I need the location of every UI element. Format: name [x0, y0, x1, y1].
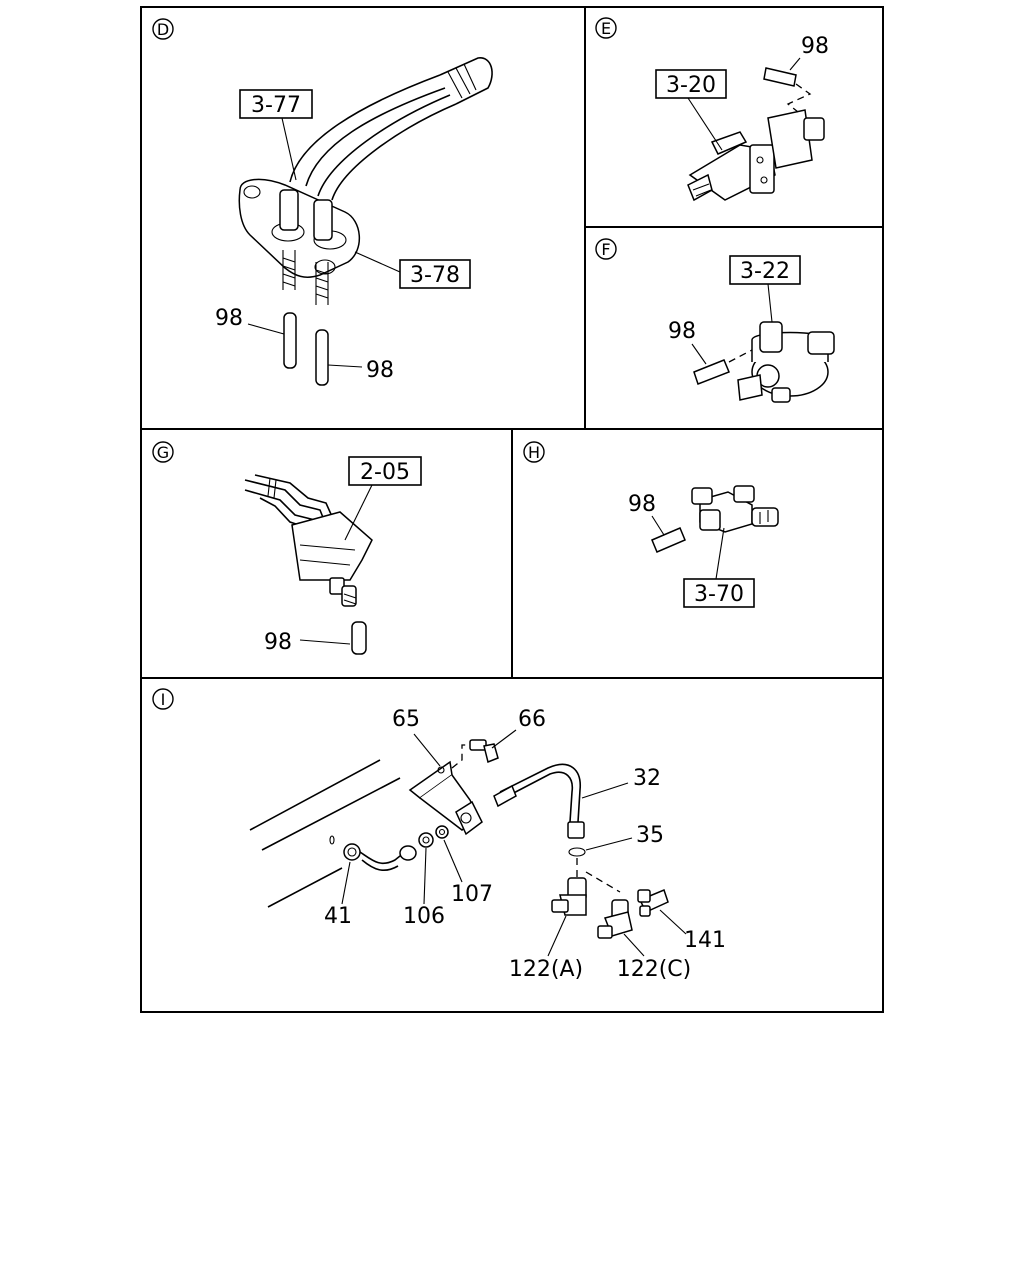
- label-107: 107: [443, 839, 493, 907]
- svg-text:3-77: 3-77: [251, 93, 301, 118]
- svg-text:98: 98: [628, 492, 656, 517]
- label-41: 41: [324, 861, 352, 929]
- hose-fittings-drawing: [279, 189, 333, 305]
- panel-d: D: [152, 18, 493, 386]
- panel-grid: [140, 6, 884, 1013]
- svg-text:D: D: [157, 20, 169, 39]
- pipe-41-drawing: [343, 825, 449, 872]
- svg-text:106: 106: [403, 904, 445, 929]
- tee-fitting-drawing: [691, 485, 779, 533]
- svg-text:3-22: 3-22: [740, 259, 790, 284]
- label-122c: 122(C): [617, 933, 692, 982]
- hose-pieces-drawing: [283, 312, 329, 386]
- svg-text:G: G: [157, 443, 169, 462]
- tee-122c-drawing: [597, 899, 633, 939]
- svg-text:98: 98: [668, 319, 696, 344]
- label-122a: 122(A): [509, 915, 583, 982]
- fitting-141-drawing: [637, 888, 669, 917]
- label-32: 32: [581, 766, 661, 799]
- label-106: 106: [403, 847, 445, 929]
- svg-text:122(A): 122(A): [509, 957, 583, 982]
- hose-piece-98-drawing: [651, 527, 686, 553]
- oring-35-drawing: [568, 847, 586, 857]
- hose-piece-98-drawing: [763, 67, 812, 113]
- svg-text:65: 65: [392, 707, 420, 732]
- label-98: 98: [628, 492, 665, 536]
- svg-text:66: 66: [518, 707, 546, 732]
- panel-f-marker: F: [595, 238, 617, 260]
- svg-text:H: H: [528, 443, 540, 462]
- svg-text:3-70: 3-70: [694, 582, 744, 607]
- label-98-right: 98: [327, 358, 394, 383]
- svg-text:141: 141: [684, 928, 726, 953]
- svg-text:41: 41: [324, 904, 352, 929]
- valve-assembly-drawing: [687, 109, 825, 202]
- label-98: 98: [264, 630, 351, 655]
- svg-text:F: F: [601, 240, 610, 259]
- bracket-65-drawing: [408, 744, 483, 836]
- elbow-122a-drawing: [551, 858, 621, 916]
- label-65: 65: [392, 707, 441, 767]
- callout-3-22: 3-22: [729, 255, 801, 323]
- frame-rail-drawing: [249, 759, 401, 908]
- label-35: 35: [585, 823, 664, 851]
- svg-text:98: 98: [215, 306, 243, 331]
- svg-text:I: I: [161, 690, 166, 709]
- svg-text:E: E: [601, 19, 611, 38]
- svg-text:107: 107: [451, 882, 493, 907]
- hose-piece-98-drawing: [693, 349, 753, 385]
- svg-text:2-05: 2-05: [360, 460, 410, 485]
- svg-text:32: 32: [633, 766, 661, 791]
- svg-text:122(C): 122(C): [617, 957, 692, 982]
- fuel-hose-drawing: [289, 57, 493, 201]
- hose-piece-98-drawing: [351, 621, 367, 655]
- callout-3-77: 3-77: [239, 89, 313, 181]
- panel-i: I: [152, 688, 726, 982]
- label-141: 141: [659, 909, 726, 953]
- label-98: 98: [668, 319, 707, 365]
- svg-text:98: 98: [366, 358, 394, 383]
- panel-e-marker: E: [595, 17, 617, 39]
- svg-text:3-78: 3-78: [410, 263, 460, 288]
- panel-g: G 2-05 98: [152, 441, 422, 655]
- panel-h-marker: H: [523, 441, 545, 463]
- manifold-block-drawing: [291, 511, 373, 607]
- label-98: 98: [789, 34, 829, 71]
- callout-2-05: 2-05: [344, 456, 422, 541]
- label-98-left: 98: [215, 306, 285, 335]
- fitting-assembly-drawing: [737, 321, 835, 403]
- bracket-plate-drawing: [238, 178, 361, 278]
- svg-text:3-20: 3-20: [666, 73, 716, 98]
- label-66: 66: [491, 707, 546, 749]
- panel-i-marker: I: [152, 688, 174, 710]
- bolt-66-drawing: [469, 739, 499, 764]
- panel-g-marker: G: [152, 441, 174, 463]
- callout-3-20: 3-20: [655, 69, 727, 151]
- panel-h: H 3-70 98: [523, 441, 779, 608]
- svg-text:35: 35: [636, 823, 664, 848]
- panel-f: F 3-22 98: [595, 238, 835, 403]
- panel-e: E 3-20 98: [595, 17, 829, 202]
- svg-text:98: 98: [264, 630, 292, 655]
- callout-3-78: 3-78: [354, 251, 471, 289]
- pipe-32-drawing: [493, 763, 585, 839]
- panel-d-marker: D: [152, 18, 174, 40]
- callout-3-70: 3-70: [683, 527, 755, 608]
- svg-text:98: 98: [801, 34, 829, 59]
